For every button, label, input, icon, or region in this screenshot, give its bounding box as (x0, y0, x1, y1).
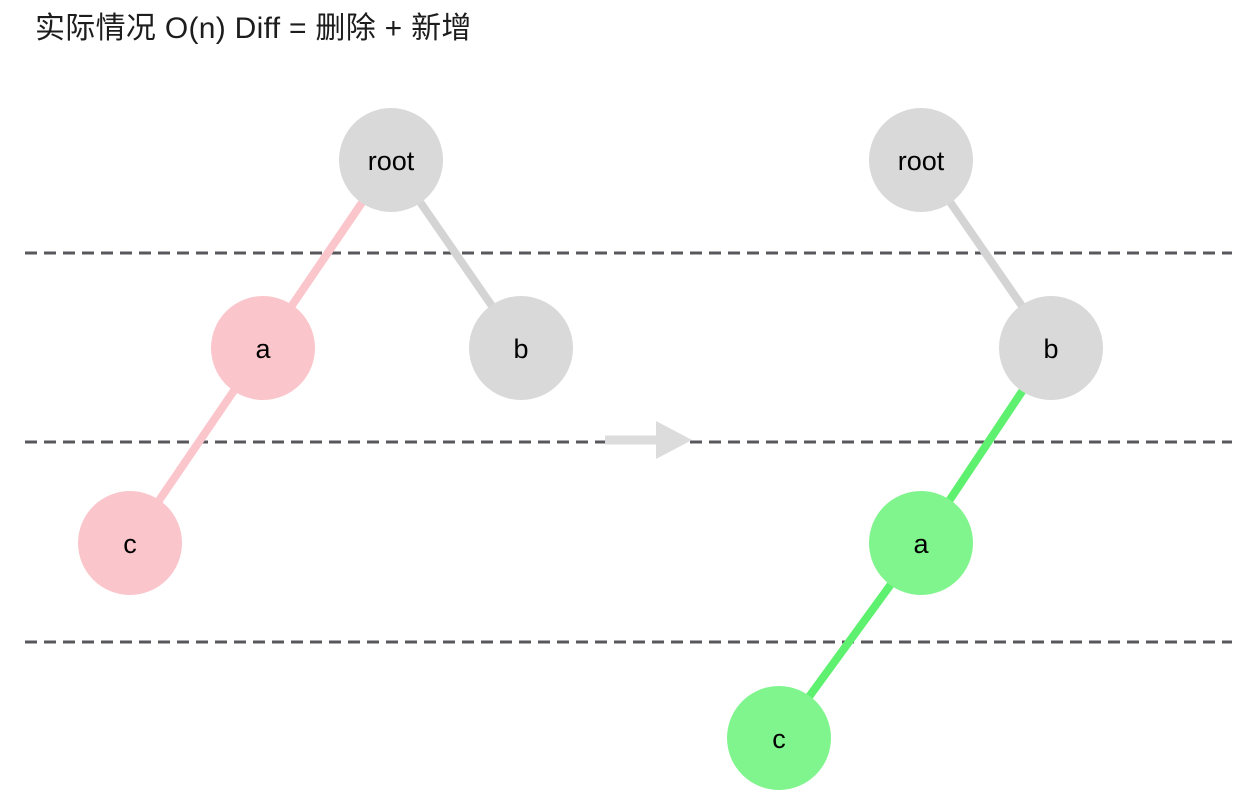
node-label: b (1043, 334, 1058, 364)
node-label: c (123, 529, 137, 559)
node-old-c[interactable]: c (78, 491, 182, 595)
node-new-b[interactable]: b (999, 296, 1103, 400)
node-circle[interactable] (78, 491, 182, 595)
node-new-c[interactable]: c (727, 686, 831, 790)
node-label: c (772, 724, 786, 754)
new-tree: root b a c (727, 108, 1103, 790)
node-old-a[interactable]: a (211, 296, 315, 400)
node-label: a (913, 529, 929, 559)
node-circle[interactable] (211, 296, 315, 400)
node-label: root (898, 146, 945, 176)
old-tree: root a b c (78, 108, 573, 595)
page-title: 实际情况 O(n) Diff = 删除 + 新增 (35, 12, 472, 45)
node-circle[interactable] (727, 686, 831, 790)
node-circle[interactable] (339, 108, 443, 212)
level-dividers (25, 251, 1232, 644)
node-new-a[interactable]: a (869, 491, 973, 595)
node-circle[interactable] (869, 491, 973, 595)
node-old-root[interactable]: root (339, 108, 443, 212)
arrow-head (656, 421, 692, 459)
node-circle[interactable] (469, 296, 573, 400)
node-new-root[interactable]: root (869, 108, 973, 212)
node-label: root (368, 146, 415, 176)
node-label: b (513, 334, 528, 364)
node-old-b[interactable]: b (469, 296, 573, 400)
transform-arrow (605, 421, 692, 459)
node-circle[interactable] (869, 108, 973, 212)
node-circle[interactable] (999, 296, 1103, 400)
node-label: a (255, 334, 271, 364)
